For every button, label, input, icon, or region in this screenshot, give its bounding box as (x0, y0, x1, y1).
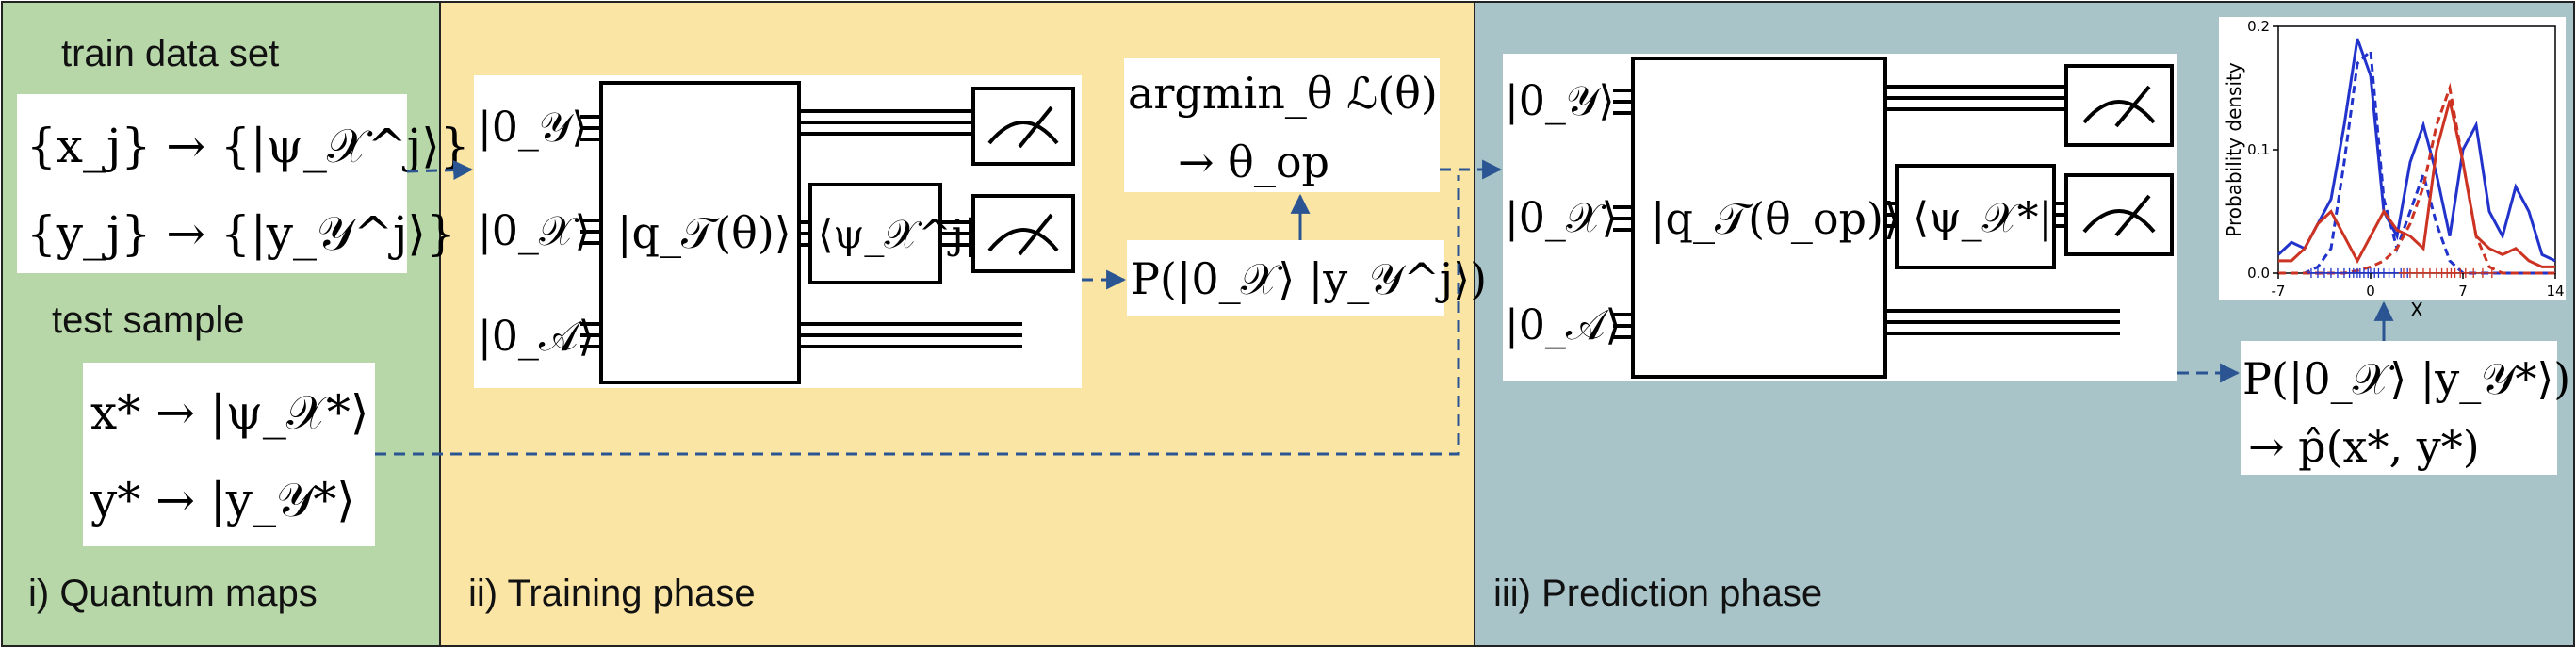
training-output-wires (799, 109, 1022, 348)
x-axis-label: X (2410, 299, 2423, 321)
training-probability-label: P(|0_𝒳⟩ |y_𝒴^j⟩) (1131, 253, 1487, 304)
rug-marker-0-0: + (2305, 264, 2317, 282)
y-tick-label-2: 0.2 (2247, 18, 2270, 35)
rug-marker-0-2: + (2318, 264, 2330, 282)
rug-marker-0-6: + (2343, 264, 2356, 282)
panel-label-training-phase: ii) Training phase (468, 573, 756, 614)
rug-marker-1-8: + (2445, 264, 2457, 282)
training-register-x: |0_𝒳⟩ (478, 207, 591, 255)
rug-marker-1-6: + (2436, 264, 2448, 282)
rug-marker-0-16: + (2383, 264, 2395, 282)
inset-chart-box (2219, 17, 2566, 300)
prediction-probability-box (2241, 341, 2557, 475)
meter-icon (2064, 173, 2174, 256)
training-register-a: |0_𝒜⟩ (478, 313, 595, 361)
panel-label-quantum-maps: i) Quantum maps (28, 573, 318, 614)
rug-marker-0-1: + (2311, 264, 2323, 282)
rug-marker-1-12: + (2467, 264, 2479, 282)
prediction-bra-label: ⟨ψ_𝒳*| (1913, 194, 2052, 242)
prediction-register-a: |0_𝒜⟩ (1505, 301, 1622, 349)
rug-marker-0-10: + (2357, 264, 2370, 282)
theta-op-label: → θ_op (1178, 137, 1329, 187)
test-map-box (83, 363, 375, 546)
rug-marker-0-19: + (2401, 264, 2413, 282)
rug-marker-1-2: + (2410, 264, 2422, 282)
arrow-train-to-circuit (406, 160, 474, 181)
x-tick-label-3: 14 (2546, 283, 2564, 300)
meter-icon (971, 194, 1075, 273)
training-bra-gate (808, 183, 942, 284)
prediction-unitary-gate (1631, 57, 1887, 379)
rug-marker-0-17: + (2388, 264, 2400, 282)
train-data-set-title: train data set (61, 33, 279, 74)
rug-marker-1-3: + (2417, 264, 2429, 282)
test-map-x: x* → |ψ_𝒳*⟩ (90, 385, 368, 440)
rug-marker-0-14: + (2372, 264, 2385, 282)
x-tick-label-2: 7 (2458, 283, 2468, 300)
x-tick-label-1: 0 (2366, 283, 2375, 300)
rug-marker-0-5: + (2338, 264, 2350, 282)
training-unitary-label: |q_𝒯(θ)⟩ (617, 207, 791, 258)
rug-marker-1-13: + (2476, 264, 2488, 282)
prediction-register-y: |0_𝒴⟩ (1505, 77, 1614, 125)
series-line-3 (2278, 82, 2555, 275)
train-map-y: {y_j} → {|y_𝒴^j⟩} (26, 206, 456, 261)
training-probability-box (1127, 240, 1444, 316)
training-input-wires (580, 115, 601, 348)
rug-marker-0-4: + (2331, 264, 2343, 282)
x-tick-label-0: -7 (2272, 283, 2286, 300)
panel-label-prediction-phase: iii) Prediction phase (1493, 573, 1822, 614)
argmin-label: argmin_θ ℒ(θ) (1128, 68, 1438, 119)
rug-marker-0-8: + (2351, 264, 2363, 282)
prediction-output-wires (1885, 85, 2120, 335)
train-map-x: {x_j} → {|ψ_𝒳^j⟩} (26, 119, 470, 173)
rug-marker-1-4: + (2423, 264, 2436, 282)
rug-marker-0-12: + (2364, 264, 2376, 282)
prediction-register-x: |0_𝒳⟩ (1505, 194, 1618, 242)
rug-marker-1-14: + (2486, 264, 2498, 282)
training-bra-label: ⟨ψ_𝒳^j| (818, 211, 977, 257)
train-map-box (17, 94, 407, 273)
rug-marker-1-1: + (2404, 264, 2416, 282)
series-line-1 (2278, 48, 2555, 275)
rug-marker-1-7: + (2440, 264, 2453, 282)
meter-icon (971, 87, 1075, 166)
training-register-y: |0_𝒴⟩ (478, 104, 587, 152)
series-line-2 (2278, 100, 2555, 268)
y-tick-label-0: 0.0 (2247, 265, 2270, 282)
rug-marker-0-15: + (2377, 264, 2389, 282)
rug-marker-1-0: + (2397, 264, 2409, 282)
prediction-unitary-label: |q_𝒯(θ_op)⟩ (1651, 193, 1900, 244)
rug-marker-0-7: + (2347, 264, 2359, 282)
rug-marker-1-5: + (2430, 264, 2442, 282)
training-unitary-gate (599, 81, 801, 384)
test-map-y: y* → |y_𝒴*⟩ (90, 473, 355, 527)
prediction-bra-gate (1895, 164, 2056, 269)
test-sample-title: test sample (52, 300, 245, 341)
y-tick-label-1: 0.1 (2247, 141, 2270, 158)
meter-icon (2064, 64, 2174, 147)
arrow-test-sample-route (375, 175, 1460, 456)
y-axis-label: Probability density (2223, 62, 2245, 237)
prediction-input-wires (1613, 89, 1633, 339)
rug-marker-1-9: + (2449, 264, 2461, 282)
series-line-0 (2276, 38, 2556, 263)
flow-arrows (375, 159, 2394, 456)
rug-marker-0-13: + (2368, 264, 2380, 282)
rug-marker-0-9: + (2354, 264, 2366, 282)
density-estimate-label: → p̂(x*, y*) (2248, 421, 2480, 472)
argmin-box (1124, 58, 1440, 192)
rug-marker-0-18: + (2394, 264, 2406, 282)
prediction-probability-label: P(|0_𝒳⟩ |y_𝒴*⟩) (2242, 353, 2570, 404)
rug-marker-0-3: + (2324, 264, 2337, 282)
